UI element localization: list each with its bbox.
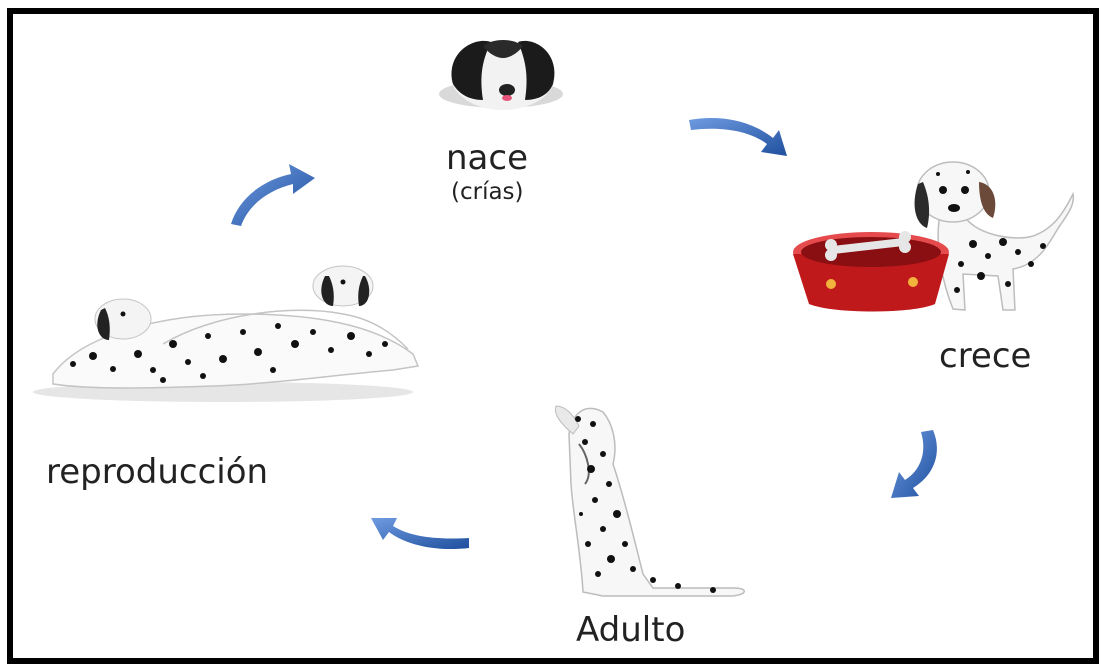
stage-label-reproduccion: reproducción [46,452,269,492]
stage-label-crece: crece [939,336,1032,376]
cycle-arrow-icon [689,118,787,156]
diagram-frame: nace (crías) crece Adulto reproducción [7,8,1099,664]
food-bowl-icon [793,231,949,312]
growing-puppy-icon [914,161,1075,311]
newborn-puppy-icon [439,40,563,110]
stage-label-adulto: Adulto [576,610,686,650]
cycle-arrow-icon [371,518,469,550]
lying-dalmatians-icon [33,265,420,402]
cycle-arrow-icon [231,164,315,226]
adult-dalmatian-icon [554,405,745,597]
life-cycle-artwork [33,40,1075,597]
stage-label-crias: (crías) [451,179,524,205]
cycle-arrow-icon [891,430,937,498]
stage-label-nace: nace [446,138,528,178]
